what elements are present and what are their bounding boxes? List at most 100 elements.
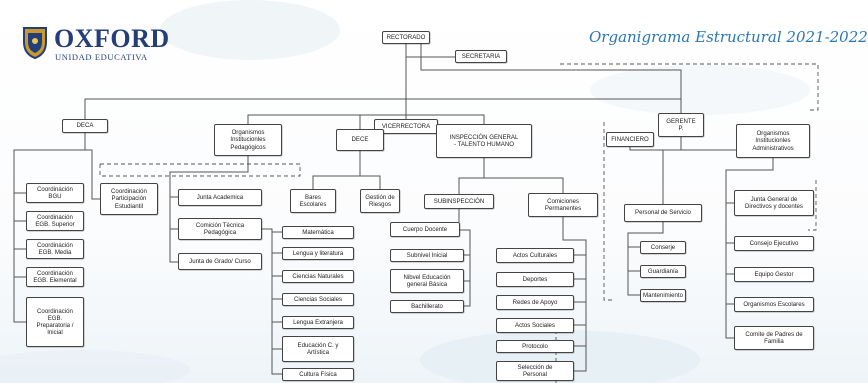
org-node-label: Lengua Extranjera (293, 318, 343, 326)
org-node-label: Bares Escolares (299, 193, 327, 208)
org-node-label: Junta General de Directivos y docentes (745, 195, 803, 210)
org-node-cien-soc: Ciencias Sociales (282, 293, 354, 306)
org-node-label: Deportes (522, 275, 548, 283)
org-node-junta-general: Junta General de Directivos y docentes (734, 190, 814, 216)
org-node-insp-general: INSPECCIÓN GENERAL - TALENTO HUMANO (436, 124, 532, 158)
org-node-label: Guardianía (647, 267, 679, 275)
org-node-label: Educación C. y Artística (297, 341, 339, 356)
connector-line (460, 229, 471, 307)
org-node-gerente: GERENTE P. (658, 113, 704, 137)
dashed-group-outline (808, 180, 817, 231)
org-node-label: Mantenimiento (643, 291, 683, 299)
connector-line (262, 228, 282, 375)
org-node-coord-bgu: Coordinación BGU (26, 183, 84, 203)
org-node-secretaria: SECRETARIA (455, 50, 507, 63)
connector-line (169, 156, 249, 263)
org-node-cuerpo-docente: Cuerpo Docente (390, 222, 460, 237)
org-node-label: Junta Academica (196, 193, 244, 201)
org-node-label: Cuerpo Docente (402, 225, 448, 233)
org-node-label: Conserje (650, 243, 676, 251)
org-node-org-inst-ped: Organismos Institucionles Pedagógicos (214, 124, 282, 156)
connector-line (629, 137, 682, 151)
org-node-seleccion-personal: Selección de Personal (496, 361, 574, 381)
org-node-subinspeccion: SUBINSPECCIÓN (424, 194, 494, 209)
org-node-coord-part: Coordinación Participación Estudiantil (100, 183, 158, 215)
org-node-label: Coordinación BGU (37, 185, 73, 200)
connector-line (360, 175, 381, 189)
org-node-label: Ciencias Sociales (293, 295, 343, 303)
org-node-mantenimiento: Mantenimiento (640, 289, 686, 302)
org-node-deportes: Deportes (496, 272, 574, 287)
org-node-gestion-riesgos: Gestión de Riesgos (360, 189, 400, 213)
org-node-label: Protocolo (522, 342, 548, 350)
connector-line (13, 133, 86, 323)
connector-line (484, 177, 564, 193)
org-node-comite-padres: Comite de Padres de Familia (734, 326, 814, 350)
org-node-label: Cultura Física (299, 370, 337, 378)
connector-line (458, 158, 485, 194)
org-node-deca: DECA (62, 119, 108, 133)
org-node-label: INSPECCIÓN GENERAL - TALENTO HUMANO (449, 133, 519, 148)
org-node-rectorado: RECTORADO (382, 31, 430, 44)
org-node-label: Selección de Personal (517, 363, 553, 378)
logo-subtitle: UNIDAD EDUCATIVA (55, 52, 148, 62)
org-node-lengua-ext: Lengua Extranjera (282, 316, 354, 329)
org-node-financiero: FINANCIERO (606, 132, 654, 147)
org-node-label: Matemática (302, 228, 334, 236)
org-node-label: Coordinación EGB. Elemental (33, 269, 77, 284)
org-node-label: Ciencias Naturales (292, 272, 344, 280)
org-node-label: Comición Técnica Pedagógica (195, 221, 245, 236)
org-node-coord-egb-media: Coordinación EGB. Media (26, 239, 84, 259)
connector-line (627, 222, 664, 296)
connector-line (406, 98, 682, 113)
org-node-label: Comiciones Permanentes (544, 197, 582, 212)
org-node-nivel-basica: Nibvel Educación general Básica (390, 269, 464, 293)
org-node-bachillerato: Bachillerato (390, 300, 464, 313)
org-node-consejo-ejec: Consejo Ejecutivo (734, 236, 814, 251)
dashed-group-outline (560, 63, 819, 111)
org-node-label: SECRETARIA (461, 52, 501, 60)
org-node-label: Bachillerato (411, 302, 443, 310)
org-node-label: Redes de Apoyo (512, 298, 558, 306)
org-node-label: Organismos Institucionles Administrativo… (752, 130, 794, 152)
org-node-guardiania: Guardianía (640, 265, 686, 278)
page-title: Organigrama Estructural 2021-2022 (589, 28, 868, 46)
org-node-label: DECA (76, 122, 94, 130)
org-node-vicerrectora: VICERRECTORA (374, 119, 438, 134)
connector-line (312, 151, 361, 189)
org-node-label: Equipo Gestor (754, 270, 794, 278)
connector-line (85, 149, 100, 200)
org-node-junta-grado: Junta de Grado/ Curso (178, 253, 262, 270)
org-node-protocolo: Protocolo (496, 340, 574, 353)
org-node-label: Comite de Padres de Familia (745, 330, 803, 345)
org-node-edu-art: Educación C. y Artística (282, 336, 354, 362)
org-node-label: GERENTE P. (666, 117, 696, 132)
org-node-bares: Bares Escolares (290, 189, 336, 213)
org-node-label: Gestión de Riesgos (365, 193, 395, 208)
org-node-label: Coordinación Participación Estudiantil (111, 188, 147, 210)
org-node-label: Actos Culturales (512, 251, 558, 259)
org-node-personal-serv: Personal de Servicio (624, 204, 702, 222)
org-node-conserje: Conserje (640, 241, 686, 254)
org-node-label: Junta de Grado/ Curso (189, 257, 251, 265)
connector-line (420, 44, 682, 99)
org-node-coord-egb-elem: Coordinación EGB. Elemental (26, 267, 84, 287)
org-node-cultura-fis: Cultura Física (282, 368, 354, 381)
connector-line (562, 217, 587, 372)
org-node-label: Subnivel Inicial (406, 251, 448, 259)
org-node-coord-egb-sup: Coordinación EGB. Superior (26, 211, 84, 231)
org-node-actos-soc: Actos Sociales (496, 318, 574, 333)
org-node-redes-apoyo: Redes de Apoyo (496, 295, 574, 310)
org-node-label: Actos Sociales (515, 321, 555, 329)
org-node-equipo-gestor: Equipo Gestor (734, 267, 814, 282)
org-node-comiciones: Comiciones Permanentes (528, 193, 598, 217)
org-node-label: Organismos Escolares (743, 300, 805, 308)
org-node-matematica: Matemática (282, 226, 354, 239)
org-node-subnivel-inicial: Subnivel Inicial (390, 249, 464, 262)
logo-wordmark: OXFORD (54, 24, 170, 53)
school-logo: OXFORD UNIDAD EDUCATIVA (14, 20, 174, 64)
org-node-label: Coordinación EGB. Media (37, 241, 73, 256)
org-node-org-inst-adm: Organismos Institucionles Administrativo… (736, 124, 810, 158)
org-node-label: Consejo Ejecutivo (749, 239, 799, 247)
org-node-cien-nat: Ciencias Naturales (282, 270, 354, 283)
